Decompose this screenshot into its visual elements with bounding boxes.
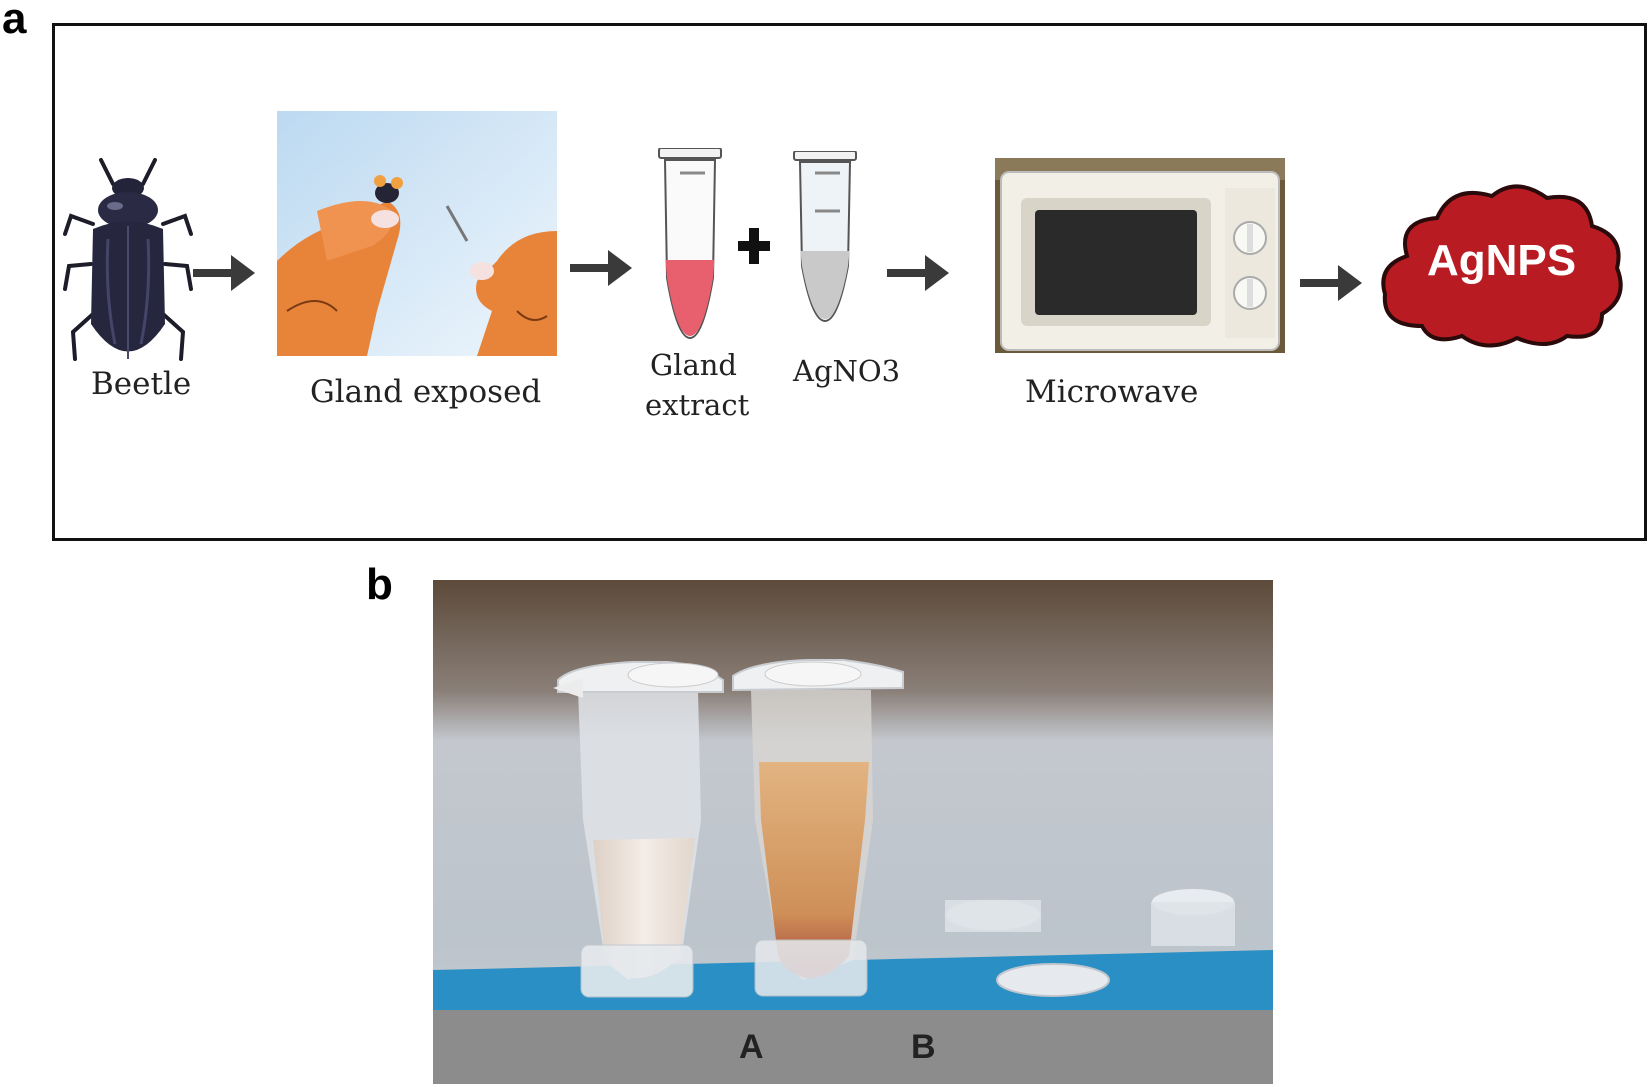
beetle-label: Beetle	[91, 366, 192, 402]
cloud-icon	[1381, 184, 1623, 348]
arrow-icon	[193, 255, 255, 291]
tube-a-label: A	[739, 1028, 764, 1066]
gland-extract-label-line1: Gland	[650, 348, 737, 382]
tube-b-label: B	[911, 1028, 936, 1066]
arrow-icon	[887, 255, 949, 291]
workflow-panel: Beetle Gland exposed Gland extract	[52, 23, 1647, 541]
panel-letter-b: b	[366, 560, 393, 609]
tubes-photo-graphic	[433, 580, 1273, 1084]
plus-icon	[738, 228, 770, 264]
arrow-icon	[1300, 265, 1362, 301]
panel-letter-a: a	[2, 0, 27, 43]
microwave-icon	[995, 158, 1285, 353]
beetle-icon	[63, 158, 193, 361]
gloved-hands-illustration	[277, 111, 557, 356]
agnps-label: AgNPS	[1427, 236, 1577, 285]
tubes-photo: A B	[433, 580, 1273, 1084]
gland-exposed-label: Gland exposed	[310, 374, 542, 410]
microwave-label: Microwave	[1025, 374, 1199, 410]
agno3-label: AgNO3	[793, 354, 901, 388]
microtube-icon	[793, 151, 857, 323]
microtube-icon	[658, 148, 722, 340]
gland-extract-label-line2: extract	[645, 388, 750, 422]
arrow-icon	[570, 250, 632, 286]
